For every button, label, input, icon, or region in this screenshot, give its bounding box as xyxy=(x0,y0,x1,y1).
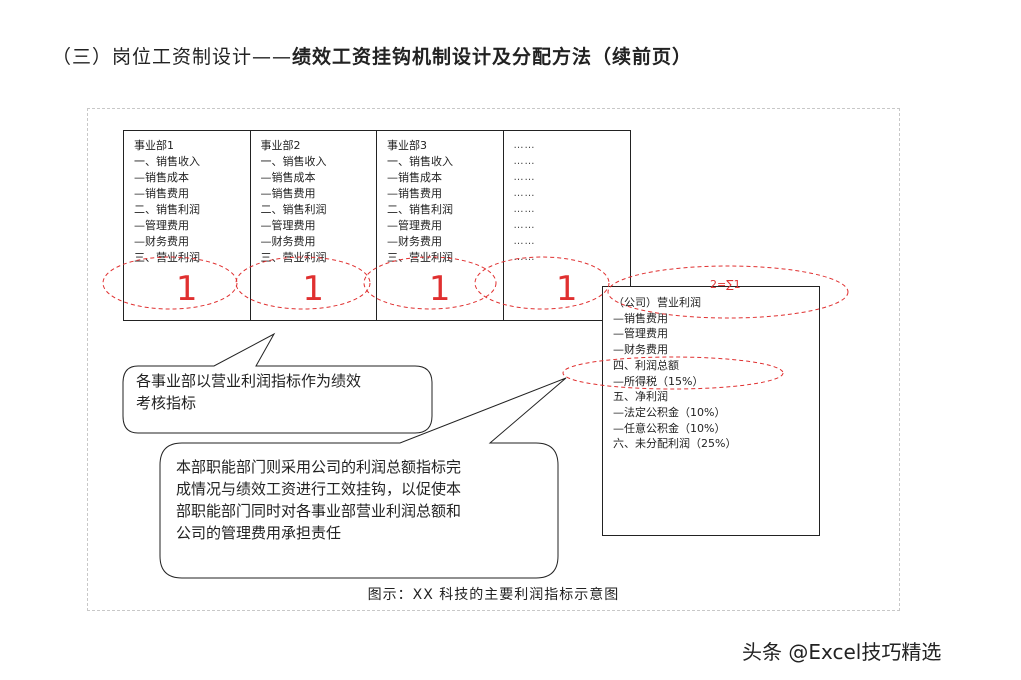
more-line-6: …… xyxy=(513,236,536,247)
watermark: 头条 @Excel技巧精选 xyxy=(742,640,942,664)
summary-line-5: —所得税（15%） xyxy=(613,374,704,388)
callout1-text: 各事业部以营业利润指标作为绩效 考核指标 xyxy=(136,370,361,414)
callout2-bubble xyxy=(159,377,567,579)
dept2-line-2: —销售成本 xyxy=(260,171,316,184)
summary-line-7: —法定公积金（10%） xyxy=(613,405,726,419)
dept2-marker: 1 xyxy=(302,269,325,309)
callout1-bubble xyxy=(122,332,433,434)
summary-line-4: 四、利润总额 xyxy=(613,358,679,372)
callout2-line-0: 本部职能部门则采用公司的利润总额指标完 xyxy=(176,458,462,476)
dept1-line-1: 一、销售收入 xyxy=(134,155,200,168)
more-ellipse xyxy=(474,256,610,310)
summary-line-6: 五、净利润 xyxy=(613,390,668,404)
dept2-line-0: 事业部2 xyxy=(260,139,301,152)
more-line-0: …… xyxy=(513,140,536,151)
dept2-ellipse xyxy=(235,256,371,310)
dept2-line-1: 一、销售收入 xyxy=(260,155,327,168)
more-marker: 1 xyxy=(555,269,578,309)
summary-line-0: （公司）营业利润 xyxy=(613,296,701,309)
callout2-text: 本部职能部门则采用公司的利润总额指标完 成情况与绩效工资进行工效挂钩，以促使本 … xyxy=(176,456,461,544)
more-line-2: …… xyxy=(513,172,536,183)
figure-caption: 图示：XX 科技的主要利润指标示意图 xyxy=(367,587,620,603)
callout2-line-1: 成情况与绩效工资进行工效挂钩，以促使本 xyxy=(176,480,462,498)
dept1-line-6: —财务费用 xyxy=(134,235,189,248)
department-table: 事业部1 一、销售收入 —销售成本 —销售费用 二、销售利润 —管理费用 —财务… xyxy=(123,130,631,321)
dept2-line-4: 二、销售利润 xyxy=(260,203,327,216)
callout2-line-3: 公司的管理费用承担责任 xyxy=(176,524,342,542)
summary-line-3: —财务费用 xyxy=(613,343,668,357)
heading-normal: （三）岗位工资制设计—— xyxy=(52,46,293,68)
dept1-line-0: 事业部1 xyxy=(134,139,174,152)
dept1-line-2: —销售成本 xyxy=(134,171,189,184)
more-line-1: …… xyxy=(513,156,536,167)
dept3-line-6: —财务费用 xyxy=(387,235,442,248)
dept3-line-2: —销售成本 xyxy=(387,171,442,184)
summary-line-1: —销售费用 xyxy=(613,311,668,325)
summary-line-8: —任意公积金（10%） xyxy=(613,421,726,435)
profit-total-ellipse xyxy=(562,356,784,390)
dept3-line-7: 三、营业利润 xyxy=(387,251,453,264)
callout1-line-1: 考核指标 xyxy=(136,394,197,412)
dept1-line-4: 二、销售利润 xyxy=(134,203,200,216)
page-heading: （三）岗位工资制设计——绩效工资挂钩机制设计及分配方法（续前页） xyxy=(52,42,692,69)
dept1-line-3: —销售费用 xyxy=(134,187,189,200)
department-column-3: 事业部3 一、销售收入 —销售成本 —销售费用 二、销售利润 —管理费用 —财务… xyxy=(377,131,504,320)
sum-ellipse xyxy=(607,265,849,319)
dept3-line-1: 一、销售收入 xyxy=(387,155,453,168)
summary-line-9: 六、未分配利润（25%） xyxy=(613,437,737,451)
dept3-line-0: 事业部3 xyxy=(387,139,427,152)
more-line-3: …… xyxy=(513,188,536,199)
dept2-line-5: —管理费用 xyxy=(260,219,316,232)
dept3-line-4: 二、销售利润 xyxy=(387,203,453,216)
heading-bold: 绩效工资挂钩机制设计及分配方法（续前页） xyxy=(292,46,693,68)
dept2-line-3: —销售费用 xyxy=(260,187,316,200)
summary-line-2: —管理费用 xyxy=(613,327,668,341)
dept1-ellipse xyxy=(102,256,238,310)
more-line-5: …… xyxy=(513,220,536,231)
callout1-line-0: 各事业部以营业利润指标作为绩效 xyxy=(136,372,362,390)
dept1-line-5: —管理费用 xyxy=(134,219,189,232)
dept2-line-6: —财务费用 xyxy=(260,235,316,248)
figure-frame xyxy=(87,108,900,611)
dept3-ellipse xyxy=(363,256,497,310)
dept3-line-5: —管理费用 xyxy=(387,219,442,232)
company-summary-box: （公司）营业利润 —销售费用 —管理费用 —财务费用 四、利润总额 —所得税（1… xyxy=(602,286,820,536)
dept3-marker: 1 xyxy=(428,269,451,309)
caption-wrap: 图示：XX 科技的主要利润指标示意图 xyxy=(87,0,900,680)
callout2-line-2: 部职能部门同时对各事业部营业利润总额和 xyxy=(176,502,462,520)
dept1-marker: 1 xyxy=(175,269,198,309)
dept3-line-3: —销售费用 xyxy=(387,187,442,200)
more-line-4: …… xyxy=(513,204,536,215)
sum-label: 2=∑1 xyxy=(710,278,741,291)
